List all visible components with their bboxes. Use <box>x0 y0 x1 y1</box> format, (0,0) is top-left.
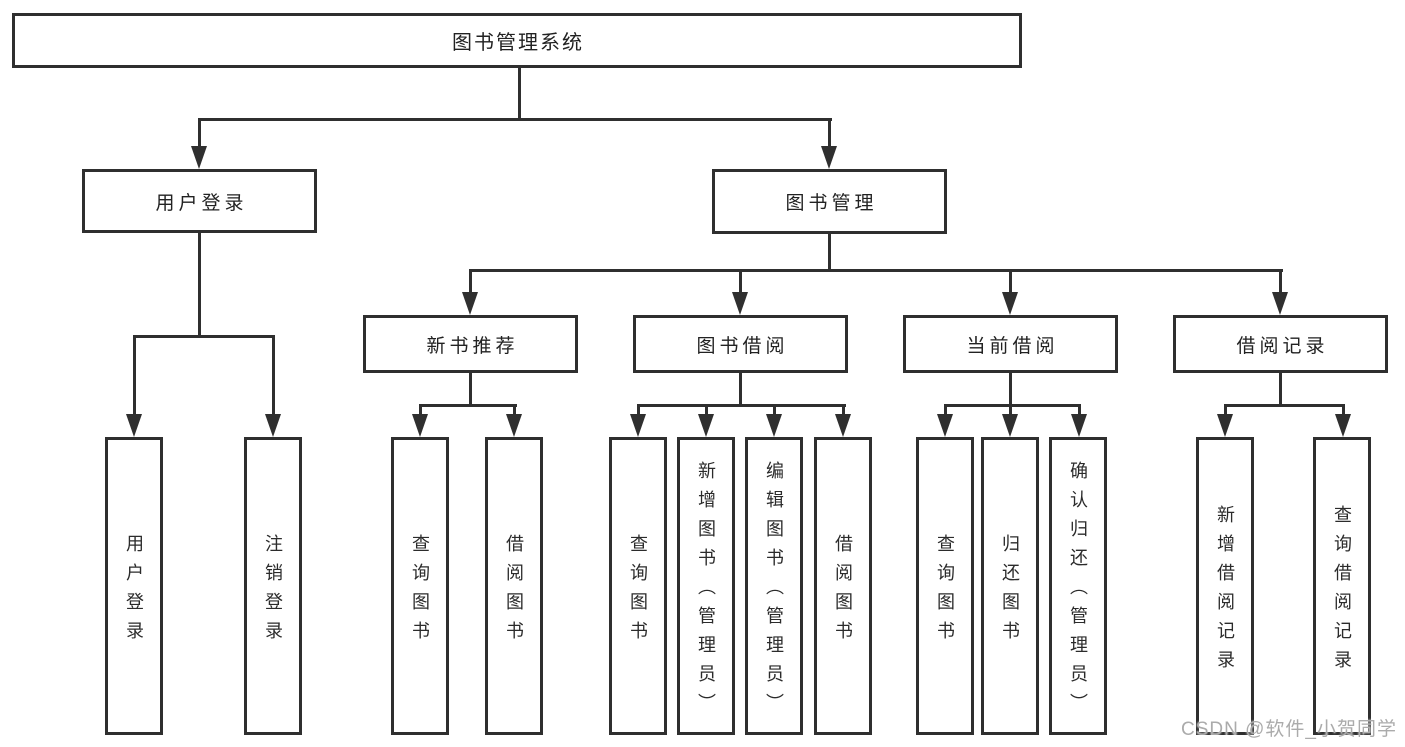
connector-nb-borrow-drop <box>513 404 516 417</box>
leaf-bb-edit-label: 编辑图书（管理员） <box>764 461 784 722</box>
leaf-cb-query-label: 查询图书 <box>935 533 955 650</box>
leaf-logout: 注销登录 <box>244 437 302 735</box>
node-current-borrow: 当前借阅 <box>903 315 1118 373</box>
connector-cb-query-drop <box>944 404 947 417</box>
node-current-borrow-label: 当前借阅 <box>966 335 1059 357</box>
arrowhead-nb-borrow <box>506 414 522 437</box>
connector-user-login-stem <box>198 233 201 338</box>
arrowhead-bb-query <box>630 414 646 437</box>
arrowhead-user-login <box>191 146 207 169</box>
arrowhead-bb-add <box>698 414 714 437</box>
arrowhead-nb-query <box>412 414 428 437</box>
arrowhead-cb-confirm <box>1071 414 1087 437</box>
node-new-book-label: 新书推荐 <box>426 335 519 357</box>
leaf-login: 用户登录 <box>105 437 163 735</box>
leaf-br-add-label: 新增借阅记录 <box>1215 504 1235 679</box>
node-user-login-label: 用户登录 <box>155 192 248 214</box>
leaf-nb-query: 查询图书 <box>391 437 449 735</box>
arrowhead-br-add <box>1217 414 1233 437</box>
arrowhead-login <box>126 414 142 437</box>
leaf-br-query-label: 查询借阅记录 <box>1332 504 1352 679</box>
arrowhead-cb-return <box>1002 414 1018 437</box>
connector-bb-borrow-drop <box>842 404 845 417</box>
connector-br-query-drop <box>1342 404 1345 417</box>
arrowhead-borrow-record <box>1272 292 1288 315</box>
leaf-logout-label: 注销登录 <box>263 533 283 650</box>
arrowhead-current-borrow <box>1002 292 1018 315</box>
connector-current-borrow-stem <box>1009 373 1012 407</box>
connector-bb-add-drop <box>705 404 708 417</box>
arrowhead-cb-query <box>937 414 953 437</box>
connector-level1-branch <box>198 118 832 121</box>
connector-login-drop <box>133 335 136 417</box>
node-root-label: 图书管理系统 <box>452 32 584 54</box>
watermark: CSDN @软件_小贺同学 <box>1181 719 1397 740</box>
leaf-bb-add: 新增图书（管理员） <box>677 437 735 735</box>
leaf-cb-return: 归还图书 <box>981 437 1039 735</box>
connector-book-mgmt-drop <box>828 118 831 150</box>
leaf-cb-confirm-label: 确认归还（管理员） <box>1068 461 1088 722</box>
node-user-login: 用户登录 <box>82 169 317 233</box>
node-book-borrow: 图书借阅 <box>633 315 848 373</box>
connector-book-borrow-drop <box>739 269 742 295</box>
connector-user-login-drop <box>198 118 201 150</box>
leaf-nb-borrow-label: 借阅图书 <box>504 533 524 650</box>
node-borrow-record: 借阅记录 <box>1173 315 1388 373</box>
connector-borrow-record-branch <box>1224 404 1345 407</box>
arrowhead-bb-borrow <box>835 414 851 437</box>
node-book-borrow-label: 图书借阅 <box>696 335 789 357</box>
connector-cb-return-drop <box>1009 404 1012 417</box>
connector-current-borrow-drop <box>1009 269 1012 295</box>
arrowhead-logout <box>265 414 281 437</box>
arrowhead-br-query <box>1335 414 1351 437</box>
leaf-nb-borrow: 借阅图书 <box>485 437 543 735</box>
node-root: 图书管理系统 <box>12 13 1022 68</box>
arrowhead-bb-edit <box>766 414 782 437</box>
leaf-bb-query: 查询图书 <box>609 437 667 735</box>
leaf-cb-confirm: 确认归还（管理员） <box>1049 437 1107 735</box>
node-book-mgmt-label: 图书管理 <box>785 193 878 214</box>
leaf-cb-query: 查询图书 <box>916 437 974 735</box>
connector-root-stem <box>518 68 521 121</box>
leaf-bb-borrow: 借阅图书 <box>814 437 872 735</box>
node-borrow-record-label: 借阅记录 <box>1236 335 1329 357</box>
connector-nb-query-drop <box>419 404 422 417</box>
arrowhead-new-book <box>462 292 478 315</box>
connector-current-borrow-branch <box>944 404 1081 407</box>
leaf-nb-query-label: 查询图书 <box>410 533 430 650</box>
connector-user-login-branch <box>133 335 275 338</box>
leaf-bb-add-label: 新增图书（管理员） <box>696 461 716 722</box>
node-new-book: 新书推荐 <box>363 315 578 373</box>
connector-new-book-stem <box>469 373 472 407</box>
leaf-br-add: 新增借阅记录 <box>1196 437 1254 735</box>
connector-br-add-drop <box>1224 404 1227 417</box>
connector-book-mgmt-stem <box>828 234 831 272</box>
connector-borrow-record-drop <box>1279 269 1282 295</box>
connector-level3-branch <box>469 269 1283 272</box>
connector-borrow-record-stem <box>1279 373 1282 407</box>
connector-new-book-branch <box>419 404 517 407</box>
connector-bb-query-drop <box>637 404 640 417</box>
leaf-br-query: 查询借阅记录 <box>1313 437 1371 735</box>
arrowhead-book-mgmt <box>821 146 837 169</box>
connector-book-borrow-branch <box>637 404 846 407</box>
leaf-bb-borrow-label: 借阅图书 <box>833 533 853 650</box>
connector-book-borrow-stem <box>739 373 742 407</box>
connector-new-book-drop <box>469 269 472 295</box>
node-book-mgmt: 图书管理 <box>712 169 947 234</box>
connector-bb-edit-drop <box>773 404 776 417</box>
arrowhead-book-borrow <box>732 292 748 315</box>
leaf-cb-return-label: 归还图书 <box>1000 533 1020 650</box>
connector-logout-drop <box>272 335 275 417</box>
leaf-bb-query-label: 查询图书 <box>628 533 648 650</box>
leaf-login-label: 用户登录 <box>124 533 144 650</box>
leaf-bb-edit: 编辑图书（管理员） <box>745 437 803 735</box>
connector-cb-confirm-drop <box>1078 404 1081 417</box>
